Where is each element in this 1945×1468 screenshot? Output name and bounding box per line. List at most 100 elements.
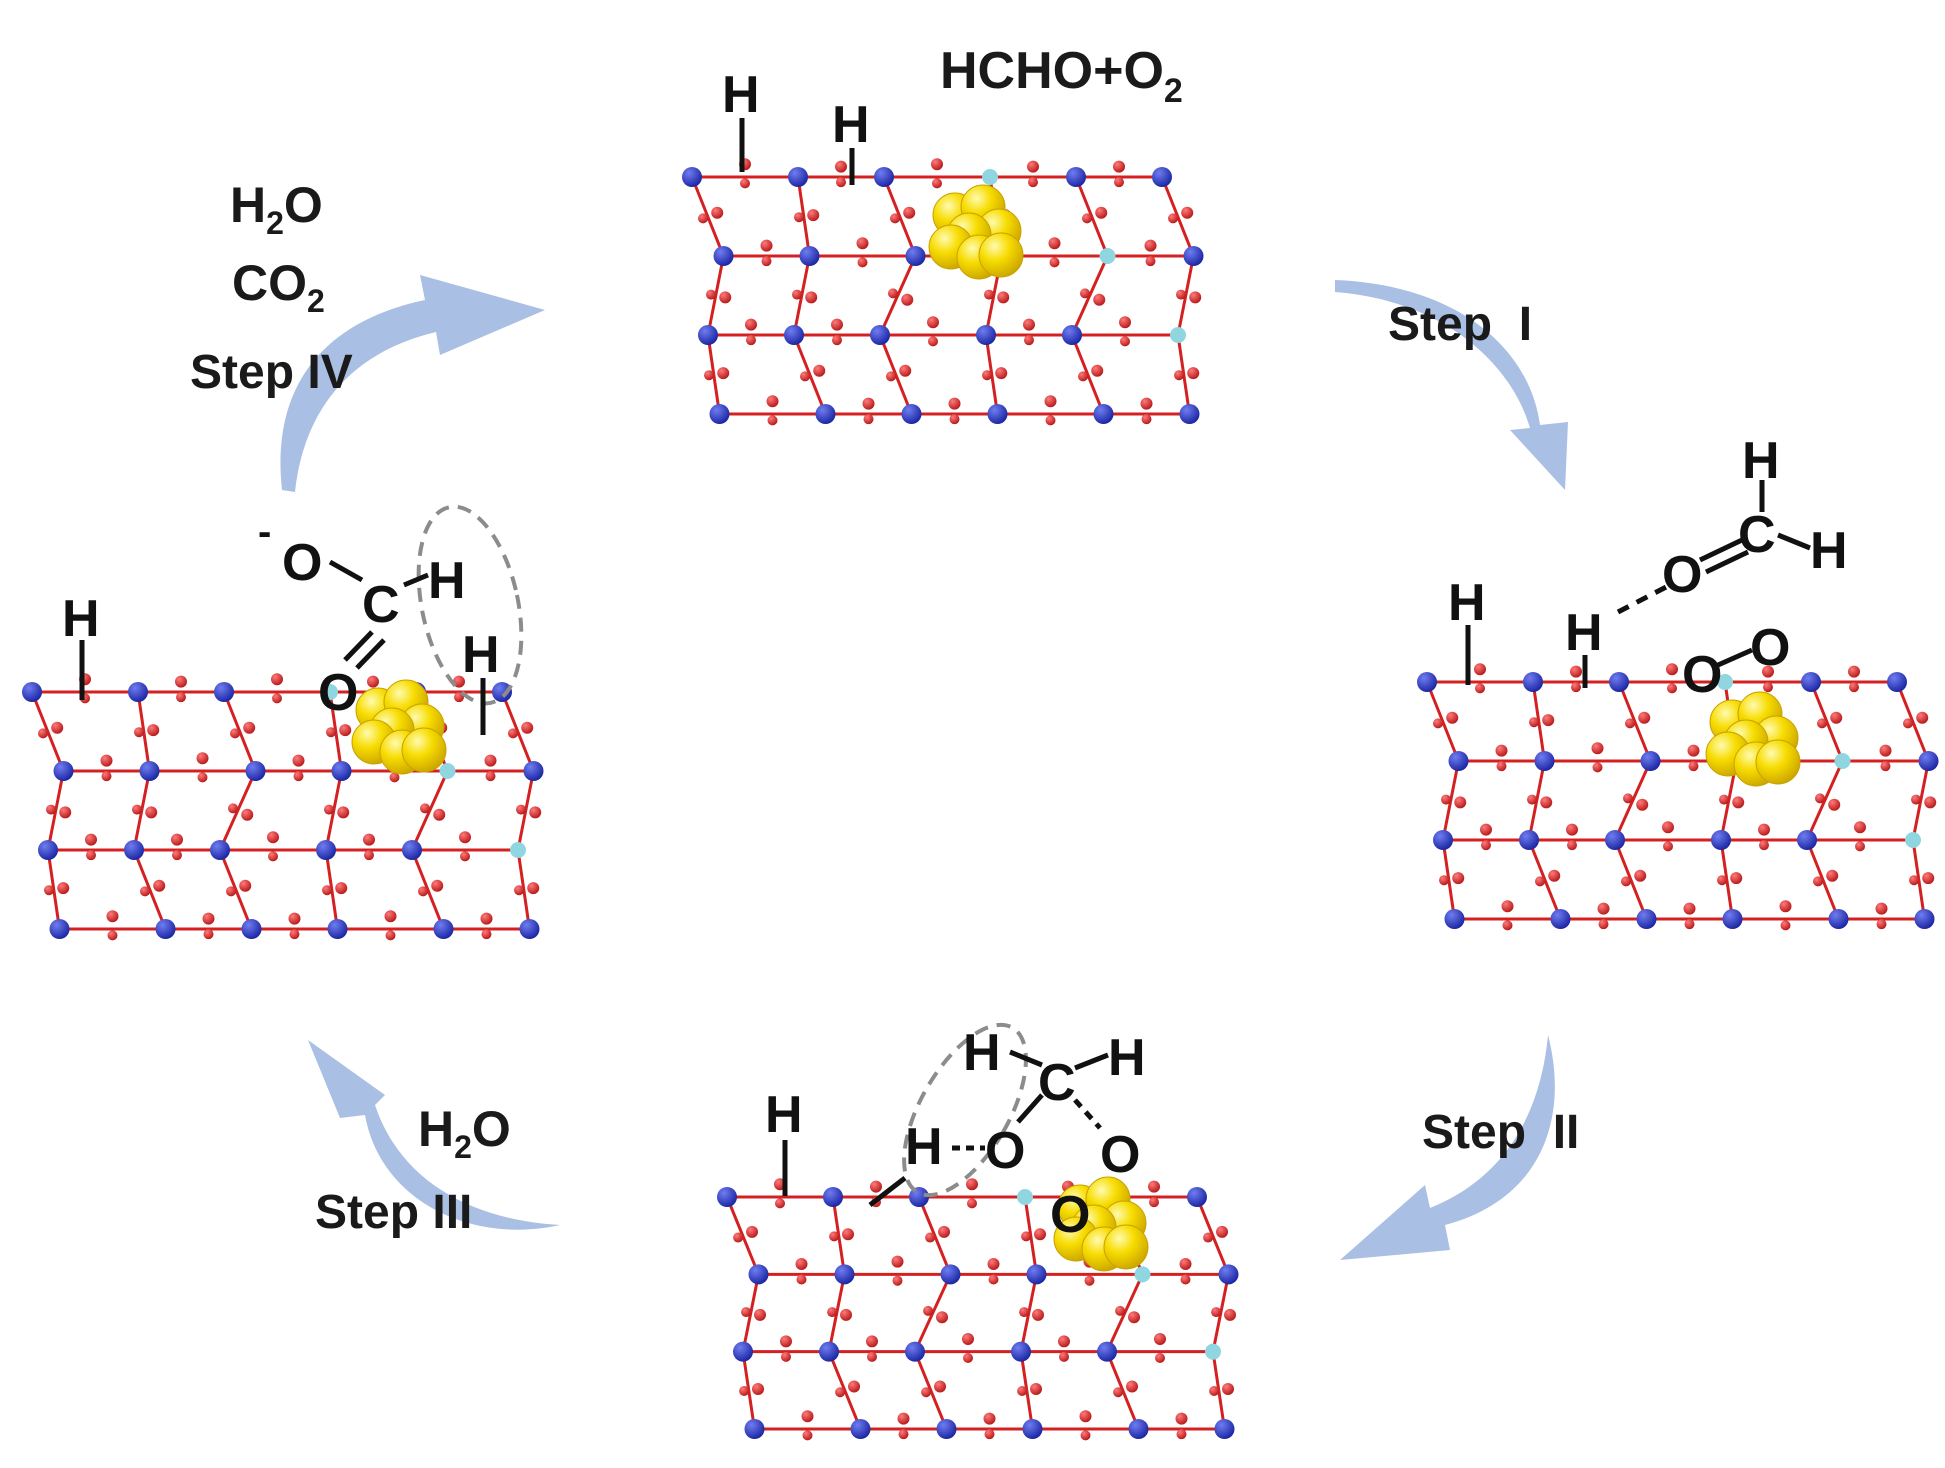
oxygen-atom (1433, 718, 1444, 729)
oxygen-atom (1082, 213, 1093, 224)
oxygen-atom (384, 910, 397, 923)
dopant-atom (439, 763, 456, 779)
oxygen-atom (719, 291, 732, 304)
oxygen-atom (1475, 683, 1485, 694)
metal-atom (22, 682, 42, 702)
oxygen-atom (932, 178, 942, 189)
oxygen-atom (268, 851, 278, 862)
bottom-o-lower: O (1050, 1186, 1090, 1244)
oxygen-atom (866, 1335, 878, 1348)
oxygen-atom (239, 879, 252, 892)
oxygen-atom (987, 1258, 1000, 1271)
oxygen-atom (1662, 821, 1674, 834)
metal-atom (744, 1419, 765, 1439)
oxygen-atom (1019, 1307, 1030, 1318)
metal-atom (1722, 909, 1743, 929)
step-iv-water: H2O (230, 177, 323, 241)
metal-atom (124, 840, 144, 860)
right-adsorbates: H H O C H H O O (1448, 432, 1848, 704)
oxygen-atom (289, 929, 300, 940)
dashed-ellipse (416, 504, 524, 706)
oxygen-atom (984, 289, 995, 300)
oxygen-atom (44, 885, 55, 896)
oxygen-atom (293, 771, 304, 782)
oxygen-atom (1168, 213, 1179, 224)
oxygen-atom (1592, 762, 1603, 773)
oxygen-atom (1084, 1275, 1095, 1286)
gold-cluster-icon (928, 184, 1024, 280)
oxygen-atom (1828, 798, 1841, 811)
metal-atom (492, 682, 512, 702)
metal-atom (1914, 909, 1935, 929)
oxygen-atom (967, 1198, 977, 1209)
oxygen-atom (1034, 1228, 1047, 1241)
oxygen-atom (1441, 794, 1452, 805)
oxygen-atom (431, 879, 444, 892)
oxygen-atom (829, 1231, 840, 1242)
oxygen-atom (1916, 711, 1929, 724)
oxygen-atom (1481, 840, 1491, 851)
metal-atom (682, 167, 702, 187)
oxygen-atom (1759, 840, 1769, 851)
oxygen-atom (1148, 1180, 1160, 1193)
oxygen-atom (1080, 288, 1091, 299)
oxygen-atom (936, 1311, 949, 1324)
bottom-c: C (1038, 1054, 1076, 1112)
oxygen-atom (802, 1430, 813, 1441)
oxygen-atom (766, 395, 779, 408)
gold-atom (401, 727, 447, 773)
oxygen-atom (1597, 902, 1610, 915)
oxygen-atom (1027, 160, 1039, 173)
oxygen-atom (903, 206, 916, 219)
dopant-atom (1170, 327, 1186, 343)
metal-atom (245, 761, 266, 781)
lattice-bond (1527, 839, 1562, 920)
oxygen-atom (1149, 1197, 1159, 1208)
oxygen-atom (196, 752, 209, 765)
top-h-right: H (832, 96, 870, 154)
oxygen-atom (740, 178, 750, 189)
oxygen-atom (1145, 256, 1156, 267)
metal-atom (402, 840, 422, 860)
oxygen-atom (711, 206, 724, 219)
oxygen-atom (938, 1225, 951, 1238)
oxygen-atom (1224, 1308, 1237, 1321)
oxygen-atom (1663, 841, 1673, 852)
metal-atom (870, 325, 890, 345)
oxygen-atom (101, 771, 112, 782)
oxygen-atom (1684, 919, 1695, 930)
oxygen-atom (363, 833, 375, 846)
oxygen-atom (197, 772, 208, 783)
oxygen-atom (842, 1228, 855, 1241)
oxygen-atom (1021, 1231, 1032, 1242)
metal-atom (1534, 751, 1555, 771)
lattice-bond (913, 1351, 948, 1430)
oxygen-atom (1144, 239, 1157, 252)
oxygen-atom (1535, 876, 1546, 887)
oxygen-atom (140, 886, 151, 897)
oxygen-atom (862, 397, 875, 410)
metal-atom (1828, 909, 1849, 929)
lattice-bond (1160, 176, 1195, 257)
oxygen-atom (106, 910, 119, 923)
oxygen-atom (1636, 798, 1649, 811)
oxygen-atom (1446, 711, 1459, 724)
oxygen-atom (267, 831, 279, 844)
metal-atom (901, 404, 922, 424)
oxygen-atom (324, 804, 335, 815)
zeolite-lattice-bottom (717, 1178, 1239, 1441)
oxygen-atom (243, 721, 256, 734)
oxygen-atom (1854, 821, 1866, 834)
oxygen-atom (85, 833, 97, 846)
metal-atom (1093, 404, 1114, 424)
oxygen-atom (984, 1429, 995, 1440)
oxygen-atom (420, 803, 431, 814)
metal-atom (210, 840, 230, 860)
oxygen-atom (1548, 869, 1561, 882)
oxygen-atom (704, 370, 715, 381)
lattice-bond (878, 255, 917, 336)
dopant-atom (1017, 1189, 1033, 1205)
dopant-atom (982, 169, 998, 185)
oxygen-atom (813, 364, 826, 377)
lattice-bond (500, 691, 535, 772)
